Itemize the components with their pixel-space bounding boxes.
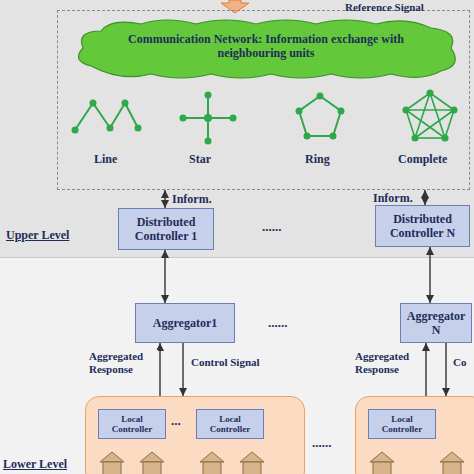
line-topology — [75, 103, 138, 130]
ellipsis: ...... — [312, 436, 332, 450]
arrow-connector — [424, 190, 425, 205]
arrow-connector — [425, 343, 426, 396]
complete-topology — [406, 93, 454, 138]
local-controller-box: Local Controller — [196, 409, 264, 439]
node-text: Aggregator N — [405, 309, 467, 337]
ellipsis: ... — [171, 414, 181, 428]
edge-label: Inform. — [171, 192, 213, 206]
dashed-network-box: Line Star Ring Complete Communication Networ… — [57, 10, 470, 190]
controller-box: Distributed Controller 1 — [118, 208, 214, 250]
arrow-connector — [159, 343, 160, 396]
node-text: Local Controller — [372, 414, 432, 434]
topology-label: Complete — [398, 152, 447, 166]
complete-topology-dots — [403, 90, 458, 142]
local-controller-box: Local Controller — [98, 409, 166, 439]
ellipsis: ...... — [262, 220, 282, 234]
aggregator-box: Aggregator N — [400, 303, 472, 343]
ring-topology-dots — [296, 93, 345, 140]
reference-arrow — [221, 0, 249, 13]
reference-signal-label: Reference Signal — [345, 0, 424, 14]
ellipsis: ...... — [268, 316, 288, 330]
node-text: Aggregator1 — [153, 316, 217, 330]
load-group: Local Controller Local Controller — [85, 396, 305, 474]
edge-label: Aggregated Response — [354, 350, 422, 376]
controller-box: Distributed Controller N — [375, 205, 470, 247]
node-text: Local Controller — [200, 414, 260, 434]
ring-topology — [299, 96, 341, 136]
arrow-connector — [429, 247, 430, 303]
house-icon-group — [100, 452, 464, 474]
aggregator-box: Aggregator1 — [135, 303, 235, 343]
edge-label: Control Signal — [190, 356, 261, 369]
level-label: Upper Level — [6, 228, 69, 242]
network-cloud: Communication Network: Information excha… — [71, 16, 461, 82]
local-controller-box: Local Controller — [368, 409, 436, 439]
level-label: Lower Level — [3, 457, 67, 471]
topology-label: Ring — [305, 152, 330, 166]
load-group: Local Controller — [355, 396, 474, 474]
line-topology-dots — [72, 100, 142, 134]
star-topology-dots — [180, 92, 237, 145]
node-text: Distributed Controller 1 — [123, 215, 209, 243]
edge-label: Aggregated Response — [88, 350, 158, 376]
star-topology — [183, 95, 233, 141]
topology-label: Star — [189, 152, 211, 166]
edge-label: Co — [452, 356, 467, 369]
node-text: Communication Network: Information excha… — [71, 32, 461, 66]
arrow-connector — [164, 250, 165, 303]
node-text: Local Controller — [102, 414, 162, 434]
topology-label: Line — [94, 152, 117, 166]
arrow-connector — [164, 190, 165, 208]
arrow-connector — [182, 343, 183, 396]
arrow-connector — [445, 343, 446, 396]
node-text: Distributed Controller N — [380, 212, 465, 240]
edge-label: Inform. — [372, 191, 414, 205]
